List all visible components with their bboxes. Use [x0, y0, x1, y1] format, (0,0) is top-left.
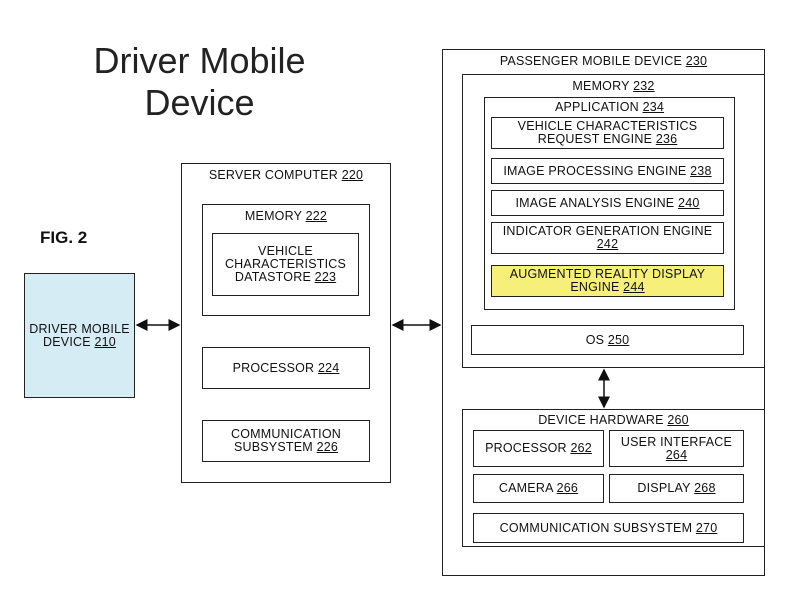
- os-ref: 250: [607, 332, 630, 347]
- hardware-label: DEVICE HARDWARE: [538, 413, 664, 427]
- hw-processor-label: PROCESSOR: [485, 441, 567, 455]
- os-box: OS 250: [471, 325, 744, 355]
- datastore-line3: DATASTORE: [234, 270, 311, 284]
- driver-device-label: DRIVER MOBILE: [29, 321, 130, 336]
- vehicle-characteristics-request-engine-box: VEHICLE CHARACTERISTICS REQUEST ENGINE 2…: [491, 117, 724, 149]
- driver-device-ref: 210: [94, 334, 116, 349]
- ar-ref: 244: [623, 280, 645, 294]
- passenger-label: PASSENGER MOBILE DEVICE: [499, 54, 683, 68]
- server-processor-box: PROCESSOR 224: [202, 347, 370, 389]
- hardware-ref: 260: [667, 413, 689, 427]
- server-memory-ref: 222: [305, 209, 328, 223]
- passenger-memory-ref: 232: [633, 79, 655, 93]
- vcr-line2: REQUEST ENGINE: [537, 132, 653, 146]
- camera-box: CAMERA 266: [473, 474, 604, 503]
- image-analysis-engine-box: IMAGE ANALYSIS ENGINE 240: [491, 190, 724, 216]
- overlay-title: Driver Mobile Device: [62, 40, 337, 124]
- datastore-line2: CHARACTERISTICS: [224, 257, 347, 271]
- os-label: OS: [585, 332, 605, 347]
- server-comm-ref: 226: [316, 440, 339, 454]
- figure-label: FIG. 2: [40, 228, 88, 247]
- ipe-ref: 238: [690, 163, 712, 178]
- server-processor-label: PROCESSOR: [232, 360, 315, 375]
- augmented-reality-display-engine-box: AUGMENTED REALITY DISPLAY ENGINE 244: [491, 265, 724, 297]
- passenger-ref: 230: [685, 54, 708, 68]
- image-processing-engine-box: IMAGE PROCESSING ENGINE 238: [491, 158, 724, 184]
- server-communication-subsystem-box: COMMUNICATION SUBSYSTEM 226: [202, 420, 370, 462]
- ige-line1: INDICATOR GENERATION ENGINE: [502, 224, 713, 238]
- camera-ref: 266: [556, 481, 579, 495]
- camera-label: CAMERA: [498, 481, 553, 495]
- iae-label: IMAGE ANALYSIS ENGINE: [515, 195, 675, 210]
- ar-line2: ENGINE: [570, 280, 620, 294]
- server-ref: 220: [341, 168, 364, 182]
- datastore-line1: VEHICLE: [258, 244, 313, 258]
- hw-processor-ref: 262: [570, 441, 592, 455]
- datastore-ref: 223: [314, 270, 337, 284]
- vehicle-characteristics-datastore-box: VEHICLE CHARACTERISTICS DATASTORE 223: [212, 233, 359, 296]
- overlay-title-line1: Driver Mobile: [93, 40, 306, 81]
- server-comm-line1: COMMUNICATION: [231, 427, 341, 441]
- user-interface-box: USER INTERFACE 264: [609, 430, 744, 467]
- hw-comm-label: COMMUNICATION SUBSYSTEM: [499, 520, 693, 535]
- overlay-title-line2: Device: [144, 82, 255, 123]
- ipe-label: IMAGE PROCESSING ENGINE: [503, 163, 687, 178]
- indicator-generation-engine-box: INDICATOR GENERATION ENGINE 242: [491, 222, 724, 254]
- hw-comm-ref: 270: [695, 520, 718, 535]
- ar-line1: AUGMENTED REALITY DISPLAY: [509, 267, 706, 281]
- display-box: DISPLAY 268: [609, 474, 744, 503]
- hardware-processor-box: PROCESSOR 262: [473, 430, 604, 467]
- server-memory-label: MEMORY: [244, 209, 302, 223]
- passenger-memory-label: MEMORY: [572, 79, 630, 93]
- ui-line1: USER INTERFACE: [620, 434, 733, 449]
- display-label: DISPLAY: [637, 481, 691, 495]
- vcr-line1: VEHICLE CHARACTERISTICS: [517, 119, 698, 133]
- ige-ref: 242: [596, 237, 619, 251]
- hardware-communication-subsystem-box: COMMUNICATION SUBSYSTEM 270: [473, 513, 744, 543]
- application-label: APPLICATION: [554, 100, 639, 114]
- vcr-ref: 236: [655, 132, 678, 146]
- driver-device-label2: DEVICE: [43, 334, 91, 349]
- iae-ref: 240: [678, 195, 700, 210]
- driver-mobile-device-box: DRIVER MOBILE DEVICE 210: [24, 273, 135, 398]
- ui-ref: 264: [665, 447, 688, 462]
- application-ref: 234: [642, 100, 665, 114]
- server-label: SERVER COMPUTER: [208, 168, 339, 182]
- display-ref: 268: [694, 481, 716, 495]
- server-processor-ref: 224: [317, 360, 340, 375]
- server-comm-line2: SUBSYSTEM: [233, 440, 313, 454]
